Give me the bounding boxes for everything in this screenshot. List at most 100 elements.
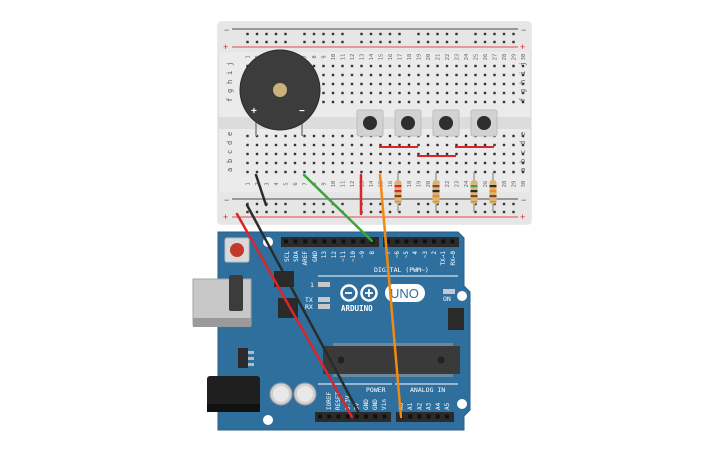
- rail-bottom-plus-label-right: +: [520, 212, 525, 222]
- digital-pin-label: 7: [385, 251, 392, 255]
- column-number: 28: [502, 181, 508, 188]
- column-number: 18: [407, 54, 413, 61]
- column-number: 15: [379, 54, 385, 61]
- wire-black-gnd[interactable]: [245, 203, 363, 419]
- column-number: 24: [464, 180, 470, 187]
- push-button-3[interactable]: [432, 109, 460, 137]
- row-letter: b: [519, 159, 527, 163]
- rail-top-plus-label-right: +: [520, 42, 525, 52]
- column-number: 18: [407, 181, 413, 188]
- arduino-logo: ARDUINO: [340, 284, 378, 313]
- column-number: 4: [274, 182, 280, 186]
- column-number: 16: [388, 181, 394, 188]
- row-letter: h: [519, 80, 527, 84]
- row-letter: c: [519, 150, 527, 154]
- pin-label: Vin: [381, 399, 388, 410]
- column-number: 23: [455, 181, 461, 188]
- icsp-header: [448, 308, 464, 330]
- resistor-2[interactable]: [432, 172, 440, 212]
- mounting-hole: [457, 399, 467, 409]
- row-letter: j: [519, 62, 527, 66]
- row-letter: j: [226, 62, 234, 66]
- column-number: 1: [246, 55, 252, 58]
- column-number: 7: [303, 182, 309, 185]
- mounting-hole: [457, 291, 467, 301]
- digital-pin-label: RX←0: [450, 251, 457, 266]
- column-number: 29: [512, 54, 518, 61]
- resistor-3[interactable]: [470, 172, 478, 212]
- row-letter: g: [226, 89, 234, 93]
- digital-pin-label: 12: [331, 251, 338, 259]
- push-button-1[interactable]: [356, 109, 384, 137]
- column-number: 14: [369, 53, 375, 60]
- wire-green-buzzer-pin[interactable]: [302, 173, 374, 243]
- column-number: 11: [341, 54, 347, 61]
- column-number: 10: [331, 54, 337, 61]
- column-number: 21: [436, 54, 442, 61]
- uno-badge-text: UNO: [390, 286, 419, 301]
- pin-label: A2: [416, 402, 423, 410]
- wire-red-5v[interactable]: [235, 212, 354, 419]
- wire-orange-analog-a0[interactable]: [378, 173, 403, 419]
- pin-label: A0: [398, 402, 405, 410]
- row-letter: h: [226, 80, 234, 84]
- column-number: 12: [350, 54, 356, 61]
- pin-label: IOREF: [326, 392, 333, 410]
- column-number: 6: [293, 182, 299, 185]
- header-pins: [284, 239, 455, 419]
- row-letter: f: [519, 98, 527, 102]
- rx-led: [318, 304, 330, 309]
- column-number: 29: [512, 181, 518, 188]
- pin-label: GND: [372, 399, 379, 410]
- digital-header-right: [383, 237, 459, 247]
- wire-black-buzzer-gnd[interactable]: [254, 173, 268, 207]
- digital-header-label: DIGITAL (PWM~): [374, 266, 429, 274]
- pin-label: 3.3V: [344, 395, 351, 410]
- column-number: 30: [521, 181, 527, 188]
- l-led-number-label: 1: [310, 281, 314, 289]
- digital-pin-label: AREF: [302, 251, 309, 266]
- row-letter: i: [519, 71, 527, 75]
- resistor-1[interactable]: [394, 172, 402, 212]
- on-led: [443, 289, 455, 294]
- power-header-label: POWER: [366, 386, 386, 394]
- column-number: 7: [303, 55, 309, 58]
- column-number: 8: [312, 55, 318, 58]
- column-number: 3: [265, 182, 271, 185]
- column-number: 25: [474, 54, 480, 61]
- rail-bottom-minus-label: −: [224, 195, 229, 205]
- column-number: 26: [483, 54, 489, 61]
- column-number: 19: [417, 54, 423, 61]
- digital-pin-label: ~5: [403, 251, 410, 259]
- buzzer-minus-label: −: [299, 106, 305, 117]
- column-number: 23: [455, 54, 461, 61]
- column-number: 9: [322, 182, 328, 185]
- piezo-buzzer[interactable]: + −: [239, 49, 321, 136]
- column-number: 22: [445, 181, 451, 188]
- voltage-regulator: [238, 348, 248, 368]
- pin-label: A4: [435, 402, 442, 410]
- power-jack: [207, 376, 260, 412]
- row-letter: a: [226, 168, 234, 172]
- rx-led-label: RX: [305, 303, 313, 311]
- push-button-2[interactable]: [394, 109, 422, 137]
- column-number: 14: [369, 180, 375, 187]
- push-buttons: [356, 109, 498, 137]
- digital-pin-label: 13: [321, 251, 328, 259]
- arduino-logo-text: ARDUINO: [341, 304, 373, 313]
- breadboard-red-jumpers: [379, 146, 494, 157]
- digital-pin-label: ~11: [340, 251, 347, 262]
- column-number: 27: [493, 54, 499, 61]
- resistor-4[interactable]: [489, 172, 497, 212]
- digital-pin-label: ~3: [422, 251, 429, 259]
- digital-pin-label: ~6: [394, 251, 401, 259]
- reset-button-cap[interactable]: [230, 243, 244, 257]
- pin-label: A1: [407, 402, 414, 410]
- row-letter: d: [226, 141, 234, 145]
- digital-pin-label: ~10: [350, 251, 357, 262]
- push-button-4[interactable]: [470, 109, 498, 137]
